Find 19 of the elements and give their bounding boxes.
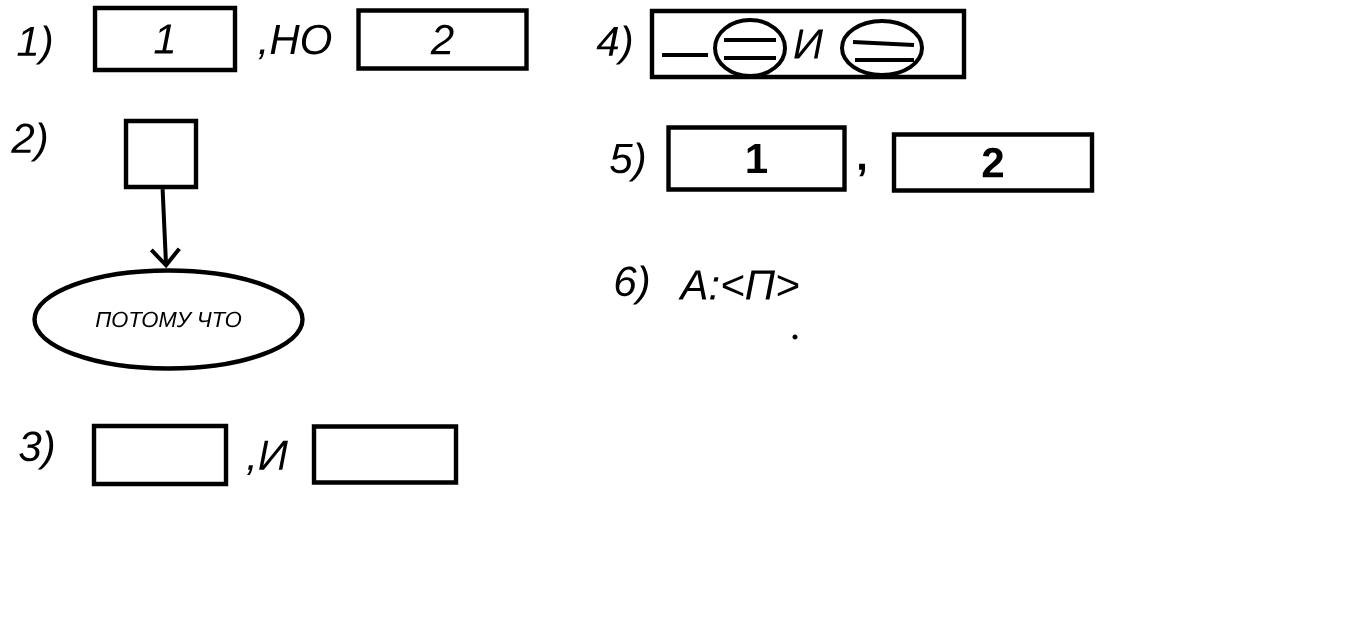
clause-box bbox=[123, 118, 199, 190]
item-label: А:<П> bbox=[678, 270, 799, 300]
item-label: 3) bbox=[19, 430, 54, 470]
item-label: , bbox=[859, 163, 865, 177]
clause-box: 2 bbox=[356, 8, 529, 71]
arrow bbox=[149, 189, 181, 269]
item-label: ,И bbox=[246, 440, 288, 476]
item-label: 6) bbox=[615, 265, 649, 305]
item-label: 2) bbox=[11, 122, 47, 162]
item-label: 5) bbox=[610, 142, 645, 182]
item-label: 4) bbox=[596, 25, 632, 65]
clause-box: 1 bbox=[92, 5, 238, 73]
clause-box: И bbox=[649, 8, 967, 80]
clause-box: 2 bbox=[891, 132, 1095, 193]
item-label: ,НО bbox=[258, 24, 332, 60]
item-label: 1) bbox=[17, 25, 52, 65]
clause-box: 1 bbox=[666, 125, 847, 192]
clause-box bbox=[91, 423, 229, 487]
clause-box bbox=[311, 424, 459, 485]
